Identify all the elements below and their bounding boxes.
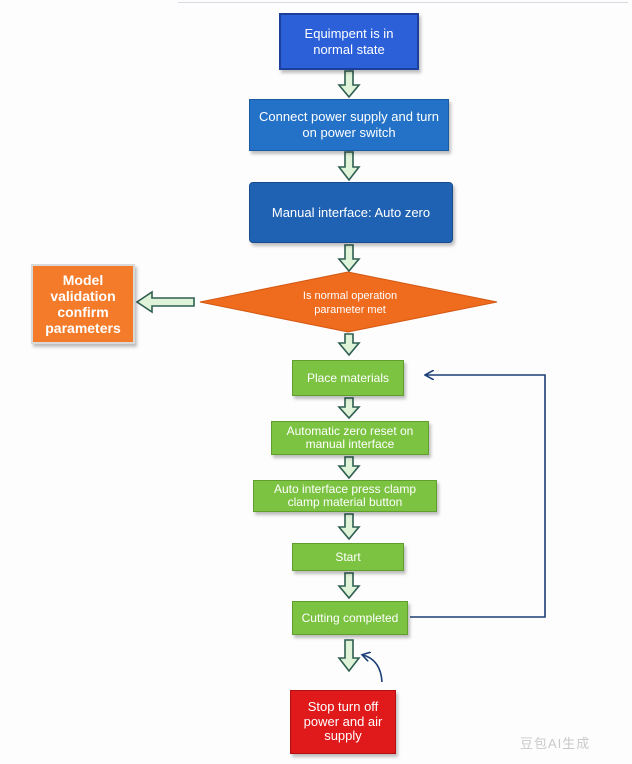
arrow-step2-to-step3 (337, 151, 361, 182)
step-cutting-completed: Cutting completed (292, 601, 408, 635)
step-place-materials: Place materials (292, 360, 404, 396)
step-auto-zero-label: Manual interface: Auto zero (271, 204, 431, 220)
step-equipment-normal: Equimpent is in normal state (279, 13, 419, 70)
arrow-step7-to-step8 (337, 572, 361, 600)
model-validation-box: Model validation confirm parameters (31, 264, 135, 344)
model-validation-label: Model validation confirm parameters (45, 271, 121, 337)
arrow-step1-to-step2 (337, 70, 361, 99)
step-start: Start (292, 543, 404, 571)
step-stop-power: Stop turn off power and air supply (290, 690, 396, 754)
step-connect-power-label: Connect power supply and turn on power s… (259, 109, 439, 140)
step-start-label: Start (335, 549, 361, 564)
step-auto-zero: Manual interface: Auto zero (249, 182, 453, 243)
decision-label: Is normal operation parameter met (302, 290, 398, 316)
step-press-clamp: Auto interface press clamp clamp materia… (253, 480, 437, 512)
loop-back-line (410, 375, 546, 618)
decision-diamond (199, 271, 498, 333)
top-divider (178, 2, 628, 3)
step-stop-power-label: Stop turn off power and air supply (303, 698, 383, 744)
step-equipment-normal-label: Equimpent is in normal state (304, 25, 394, 57)
arrow-step8-to-step9 (337, 639, 361, 673)
arrow-step4-to-step5 (337, 397, 361, 420)
step-press-clamp-label: Auto interface press clamp clamp materia… (273, 482, 417, 509)
step-automatic-zero-reset: Automatic zero reset on manual interface (271, 421, 429, 455)
arrow-decision-to-step4 (337, 333, 361, 357)
arrow-decision-to-side-box (135, 290, 195, 314)
curved-return-arrow (363, 655, 383, 683)
watermark: 豆包AI生成 (520, 736, 591, 751)
step-place-materials-label: Place materials (306, 370, 390, 385)
step-cutting-completed-label: Cutting completed (301, 610, 399, 625)
arrow-step6-to-step7 (337, 513, 361, 541)
step-connect-power: Connect power supply and turn on power s… (249, 99, 449, 151)
arrow-step5-to-step6 (337, 456, 361, 480)
step-automatic-zero-reset-label: Automatic zero reset on manual interface (286, 423, 414, 451)
arrow-step3-to-decision (337, 244, 361, 273)
